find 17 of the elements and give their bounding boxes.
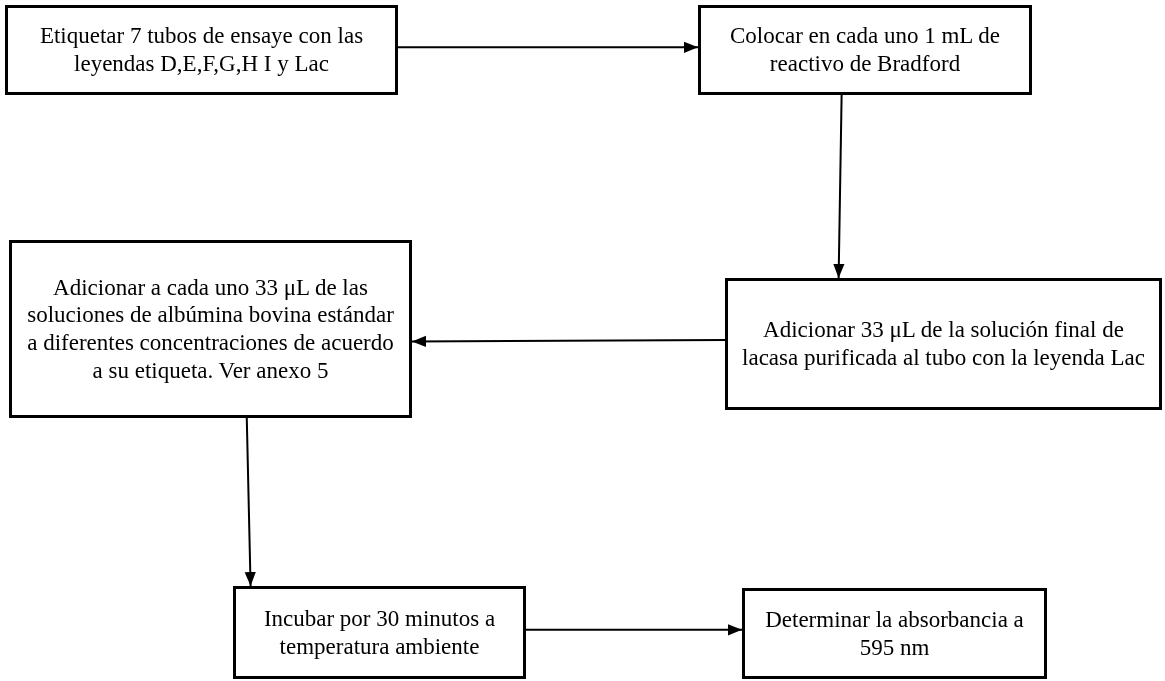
process-box [725,278,1162,410]
arrow [411,335,726,347]
arrow [244,417,256,587]
step-text: Determinar la absorbancia a 595 nm [764,605,1025,662]
arrow [833,94,845,279]
step-text: Etiquetar 7 tubos de ensaye con las leyendas D,E,F,G,H I y Lac [38,22,365,78]
process-box [5,5,398,95]
arrow [525,624,743,636]
step-text: Adicionar 33 μL de la solución final de lacasa purificada al tubo con la leyenda Lac [741,316,1146,372]
process-box [698,5,1032,95]
process-box [233,586,526,679]
step-text: Colocar en cada uno 1 mL de reactivo de Bradford [729,22,1001,78]
step-text: Incubar por 30 minutos a temperatura ambiente [262,604,497,661]
process-box [742,588,1047,679]
process-box [9,240,412,418]
step-text: Adicionar a cada uno 33 μL de las soluciones de albúmina bovina estándar a diferentes concentraciones de acuerdo a su etiqueta. Ver anexo 5 [26,273,395,385]
arrow [397,41,699,53]
